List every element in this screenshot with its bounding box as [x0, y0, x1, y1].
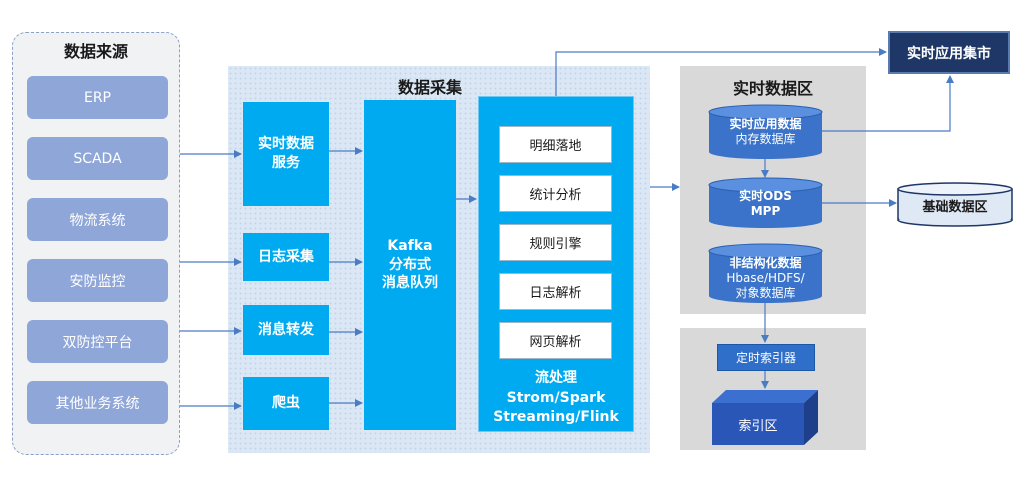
- index-zone-label[interactable]: 索引区: [738, 418, 778, 434]
- source-other-systems[interactable]: 其他业务系统: [27, 381, 168, 424]
- app-data-label[interactable]: 实时应用数据 内存数据库: [709, 117, 822, 147]
- collection-title: 数据采集: [397, 78, 462, 97]
- stream-rule-engine[interactable]: 规则引擎: [499, 224, 612, 261]
- base-data-label[interactable]: 基础数据区: [922, 199, 988, 215]
- source-erp[interactable]: ERP: [27, 76, 168, 119]
- timer-indexer[interactable]: 定时索引器: [717, 344, 815, 371]
- source-security-monitor[interactable]: 安防监控: [27, 259, 168, 302]
- service-message-forward[interactable]: 消息转发: [243, 305, 329, 355]
- source-dual-control[interactable]: 双防控平台: [27, 320, 168, 363]
- app-data-sub: 内存数据库: [735, 132, 796, 146]
- sources-title: 数据来源: [63, 42, 128, 61]
- ods-title: 实时ODS: [739, 189, 792, 203]
- unstructured-title: 非结构化数据: [729, 256, 802, 270]
- service-log-collection[interactable]: 日志采集: [243, 233, 329, 281]
- kafka-queue[interactable]: Kafka 分布式 消息队列: [364, 100, 456, 430]
- source-logistics[interactable]: 物流系统: [27, 198, 168, 241]
- source-scada[interactable]: SCADA: [27, 137, 168, 180]
- cylinder-unstructured: [708, 243, 823, 303]
- stream-statistics[interactable]: 统计分析: [499, 175, 612, 212]
- realtime-mart[interactable]: 实时应用集市: [888, 31, 1010, 74]
- ods-sub: MPP: [750, 204, 781, 218]
- index-block: [712, 390, 818, 445]
- service-crawler[interactable]: 爬虫: [243, 377, 329, 430]
- cylinder-base-data: [897, 182, 1013, 227]
- unstructured-sub: Hbase/HDFS/ 对象数据库: [726, 271, 805, 300]
- stream-web-parse[interactable]: 网页解析: [499, 322, 612, 359]
- stream-detail-landing[interactable]: 明细落地: [499, 126, 612, 163]
- ods-label[interactable]: 实时ODS MPP: [709, 189, 822, 219]
- cylinder-app-data: [708, 104, 823, 159]
- stream-log-parse[interactable]: 日志解析: [499, 273, 612, 310]
- service-realtime-data[interactable]: 实时数据 服务: [243, 102, 329, 206]
- realtime-title: 实时数据区: [732, 79, 813, 98]
- cylinder-ods: [708, 177, 823, 228]
- unstructured-label[interactable]: 非结构化数据 Hbase/HDFS/ 对象数据库: [709, 256, 822, 301]
- stream-label: 流处理 Strom/Spark Streaming/Flink: [493, 370, 619, 426]
- app-data-title: 实时应用数据: [729, 117, 802, 131]
